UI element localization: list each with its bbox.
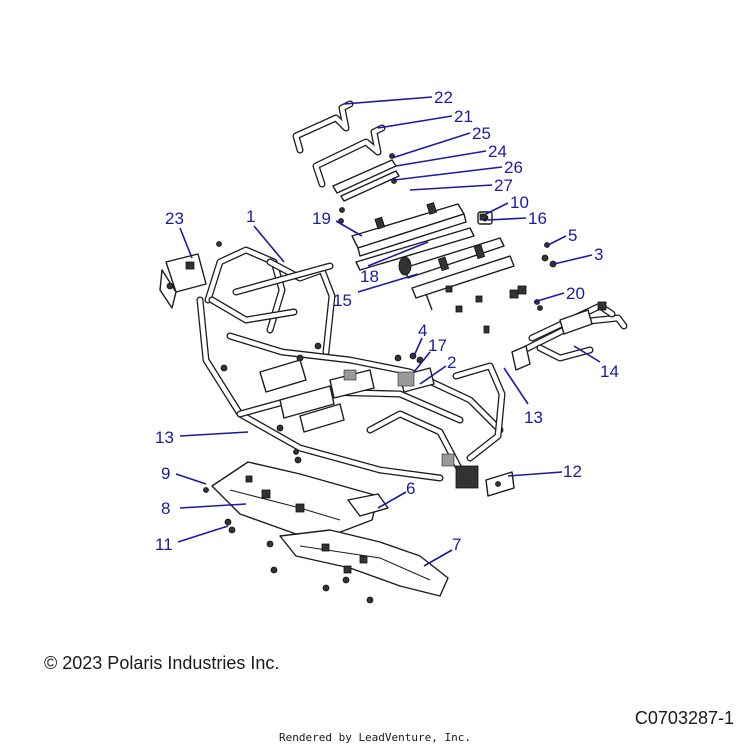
leader-27 — [409, 184, 493, 191]
callout-1: 1 — [246, 207, 255, 226]
seat-strip-24 — [332, 153, 400, 224]
leader-9 — [175, 473, 207, 485]
callout-23: 23 — [165, 209, 184, 228]
callout-22: 22 — [434, 88, 453, 107]
callout-7: 7 — [452, 535, 461, 554]
small-fasteners — [409, 213, 557, 360]
callout-26: 26 — [504, 158, 523, 177]
callout-13-right: 13 — [524, 408, 543, 427]
callout-5: 5 — [568, 226, 577, 245]
callouts: 22 21 25 24 26 27 10 16 5 3 23 1 19 18 1… — [155, 88, 619, 567]
callout-14: 14 — [600, 362, 619, 381]
leader-21 — [377, 115, 453, 129]
skid-plate-7 — [266, 449, 449, 604]
leader-20 — [533, 292, 565, 303]
callout-10: 10 — [510, 193, 529, 212]
callout-11: 11 — [155, 535, 173, 554]
leader-7 — [423, 549, 453, 567]
callout-19: 19 — [312, 209, 331, 228]
callout-21: 21 — [454, 107, 473, 126]
skid-plate-8 — [203, 461, 379, 537]
copyright-notice: © 2023 Polaris Industries Inc. — [44, 653, 280, 673]
leader-19 — [335, 220, 363, 237]
leader-13-left — [179, 431, 249, 437]
skid-plate-6 — [347, 493, 389, 517]
callout-4: 4 — [418, 321, 427, 340]
callout-13-left: 13 — [155, 428, 174, 447]
leader-12 — [507, 471, 563, 477]
callout-18: 18 — [360, 267, 379, 286]
callout-27: 27 — [494, 176, 513, 195]
diagram-id: C0703287-1 — [634, 708, 734, 728]
callout-24: 24 — [488, 142, 507, 161]
seat-bracket-21 — [312, 124, 386, 188]
leader-18 — [367, 241, 429, 267]
callout-20: 20 — [566, 284, 585, 303]
callout-15: 15 — [333, 291, 352, 310]
seat-rail-15 — [398, 237, 515, 311]
leader-22 — [343, 96, 433, 105]
bracket-12 — [485, 471, 515, 497]
leader-10 — [485, 202, 509, 215]
callout-12: 12 — [563, 462, 582, 481]
leader-24 — [395, 150, 487, 167]
callout-3: 3 — [594, 245, 603, 264]
callout-9: 9 — [161, 464, 170, 483]
leader-23 — [179, 227, 193, 259]
leader-16 — [487, 217, 527, 221]
leader-3 — [553, 254, 593, 265]
leader-6 — [377, 491, 407, 509]
callout-16: 16 — [528, 209, 547, 228]
rendered-by-credit: Rendered by LeadVenture, Inc. — [278, 731, 472, 744]
leader-25 — [391, 132, 471, 159]
callout-8: 8 — [161, 499, 170, 518]
leader-1 — [253, 225, 285, 263]
leader-11 — [177, 525, 229, 543]
leader-2 — [419, 365, 447, 385]
leader-5 — [547, 235, 567, 246]
seat-bracket-22 — [292, 100, 354, 154]
main-frame-1 — [196, 246, 506, 489]
leader-13-right — [503, 367, 529, 405]
callout-2: 2 — [447, 353, 456, 372]
bracket-23 — [159, 241, 222, 309]
leader-14 — [573, 345, 601, 363]
leader-15 — [357, 273, 419, 293]
callout-25: 25 — [472, 124, 491, 143]
callout-6: 6 — [406, 479, 415, 498]
leader-17 — [413, 351, 431, 373]
leader-26 — [393, 166, 503, 181]
rear-subframe-14 — [511, 301, 628, 371]
leader-4 — [413, 337, 423, 357]
callout-17: 17 — [428, 336, 447, 355]
leader-8 — [179, 503, 247, 509]
